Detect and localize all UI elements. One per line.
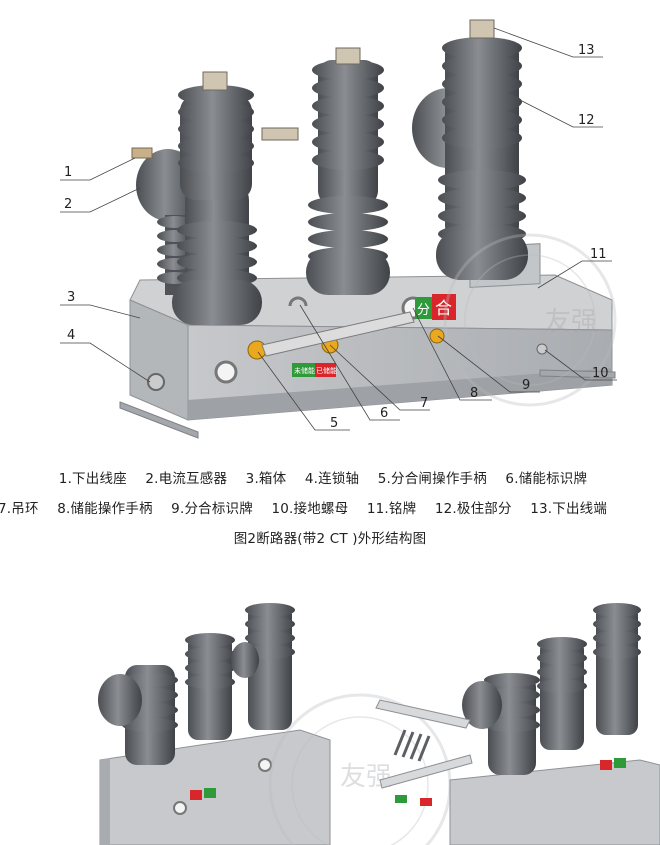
legend-item: 7.吊环 <box>0 501 39 517</box>
callout-10: 10 <box>592 366 609 381</box>
legend-item: 3.箱体 <box>245 471 287 487</box>
legend-row-1: 1.下出线座 2.电流互感器 3.箱体 4.连锁轴 5.分合闸操作手柄 6.储能… <box>0 467 660 487</box>
callout-4: 4 <box>67 328 75 343</box>
legend-item: 2.电流互感器 <box>145 471 228 487</box>
callout-11: 11 <box>590 247 607 262</box>
legend-item: 1.下出线座 <box>58 471 127 487</box>
pole-left <box>157 71 262 325</box>
off-indicator: 分 <box>417 303 430 318</box>
energy-label-right: 已储能 <box>316 366 337 375</box>
watermark-seal: 友强 <box>443 233 617 407</box>
breaker-right <box>375 603 660 845</box>
legend-item: 6.储能标识牌 <box>505 471 588 487</box>
callout-9: 9 <box>522 378 530 393</box>
callout-7: 7 <box>420 396 428 411</box>
callout-8: 8 <box>470 386 478 401</box>
legend-item: 12.极住部分 <box>434 501 512 517</box>
breaker-left <box>98 603 331 845</box>
legend-row-2: 7.吊环 8.储能操作手柄 9.分合标识牌 10.接地螺母 11.铭牌 12.极… <box>0 497 658 517</box>
legend-item: 4.连锁轴 <box>304 471 360 487</box>
pole-middle <box>261 47 390 295</box>
callout-5: 5 <box>330 416 338 431</box>
legend-item: 9.分合标识牌 <box>171 501 253 517</box>
breaker-photo-pair: 友强 <box>98 603 660 845</box>
operating-mechanism: 未储能 已储能 分 合 <box>147 294 548 391</box>
on-indicator: 合 <box>435 299 452 319</box>
callout-3: 3 <box>67 290 75 305</box>
leader-lines <box>60 27 617 431</box>
watermark-brand: 友强 <box>545 307 597 337</box>
legend-item: 8.储能操作手柄 <box>57 501 153 517</box>
legend-item: 11.铭牌 <box>366 501 417 517</box>
callout-2: 2 <box>64 197 72 212</box>
legend-item: 10.接地螺母 <box>271 501 349 517</box>
pole-right <box>436 19 528 280</box>
callout-6: 6 <box>380 406 388 421</box>
figure-caption: 图2断路器(带2 CT )外形结构图 <box>233 531 427 547</box>
breaker-diagram: 未储能 已储能 分 合 友强 1 2 3 4 5 <box>60 19 617 439</box>
legend-item: 5.分合闸操作手柄 <box>377 471 487 487</box>
callout-1: 1 <box>64 165 72 180</box>
legend-item: 13.下出线端 <box>530 501 608 517</box>
callout-12: 12 <box>578 113 595 128</box>
callout-13: 13 <box>578 43 595 58</box>
energy-label-left: 未储能 <box>294 366 315 375</box>
